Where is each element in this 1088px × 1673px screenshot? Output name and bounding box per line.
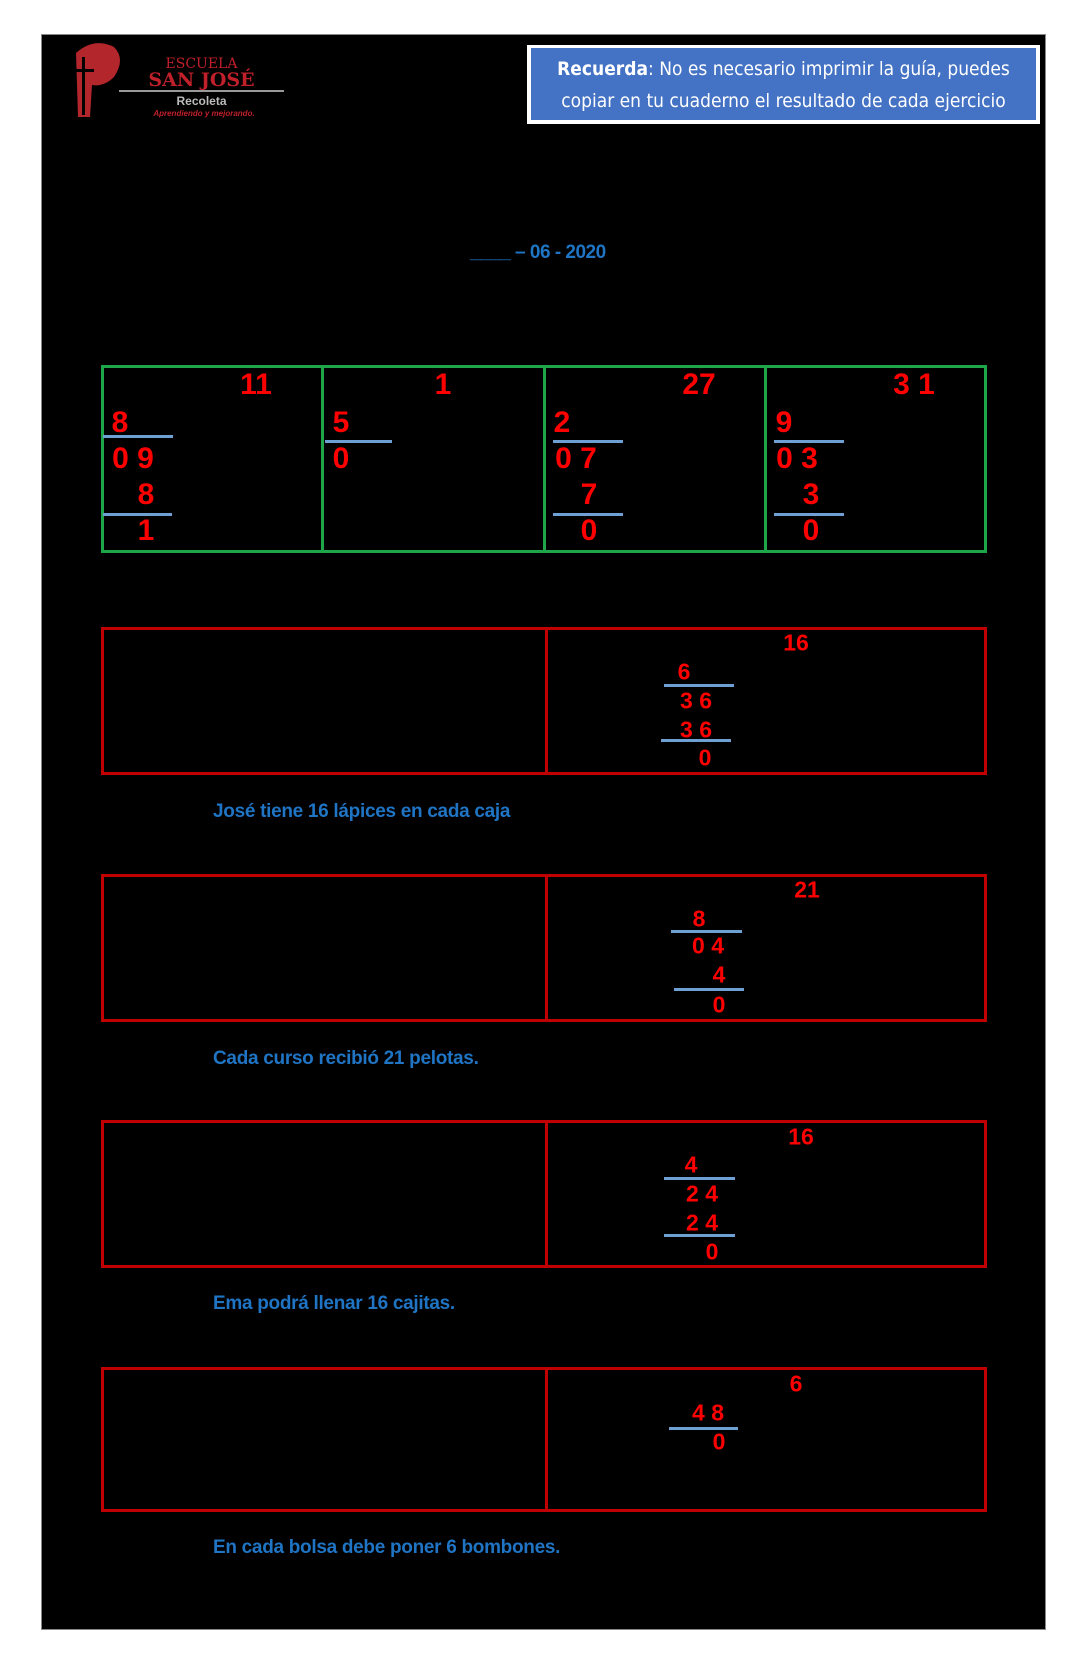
logo-line3: Recoleta (176, 94, 227, 108)
subtraction-line (774, 513, 844, 516)
logo-line1: ESCUELA (165, 56, 238, 72)
digit: 8 (692, 905, 706, 932)
subtraction-line (669, 1427, 738, 1430)
digit: 4 (684, 1151, 698, 1178)
reminder-box: Recuerda: No es necesario imprimir la gu… (527, 45, 1040, 124)
quotient: 3 1 (893, 368, 935, 401)
digit: 4 (712, 961, 726, 988)
digit: 0 4 (692, 932, 724, 959)
subtraction-line (661, 739, 731, 742)
quotient: 27 (682, 368, 716, 401)
reminder-text: : No es necesario imprimir la guía, pued… (561, 58, 1010, 112)
answer-text: Cada curso recibió 21 pelotas. (213, 1048, 479, 1069)
digit: 0 (712, 1428, 726, 1455)
date-blank: ____ (470, 242, 511, 263)
logo-tagline: Aprendiendo y mejorando. (153, 109, 255, 118)
subtraction-line (671, 930, 742, 933)
subtraction-line (103, 435, 173, 438)
grid-divider (321, 365, 324, 553)
answer-text: Ema podrá llenar 16 cajitas. (213, 1293, 455, 1314)
subtraction-line (664, 1177, 735, 1180)
digit: 0 (712, 991, 726, 1018)
problem-box (101, 1120, 987, 1268)
digit: 0 7 (555, 442, 597, 475)
quotient: 16 (788, 1123, 814, 1150)
problem-box (101, 1367, 987, 1512)
reminder-label: Recuerda (557, 58, 649, 80)
logo-p-emblem-icon (74, 43, 120, 117)
digit: 8 (137, 478, 155, 511)
digit: 7 (580, 478, 598, 511)
quotient: 6 (789, 1370, 803, 1397)
digit: 6 (677, 658, 691, 685)
box-divider (545, 1370, 548, 1509)
school-logo: ESCUELA SAN JOSÉ Recoleta Aprendiendo y … (64, 37, 294, 121)
problem-box (101, 627, 987, 775)
subtraction-line (553, 440, 623, 443)
digit: 8 (111, 406, 129, 439)
digit: 9 (775, 406, 793, 439)
digit: 0 3 (776, 442, 818, 475)
digit: 0 9 (112, 442, 154, 475)
box-divider (545, 630, 548, 772)
quotient: 16 (783, 629, 809, 656)
digit: 1 (137, 514, 155, 547)
subtraction-line (103, 513, 172, 516)
digit: 4 8 (692, 1399, 724, 1426)
problem-box (101, 874, 987, 1022)
digit: 5 (332, 406, 350, 439)
digit: 3 (802, 478, 820, 511)
subtraction-line (774, 440, 844, 443)
subtraction-line (553, 513, 623, 516)
digit: 0 (802, 514, 820, 547)
answer-text: José tiene 16 lápices en cada caja (213, 801, 511, 822)
digit: 0 (705, 1238, 719, 1265)
digit: 2 (553, 406, 571, 439)
grid-divider (543, 365, 546, 553)
digit: 2 4 (686, 1209, 718, 1236)
subtraction-line (325, 440, 392, 443)
subtraction-line (674, 988, 744, 991)
quotient: 11 (240, 368, 272, 401)
subtraction-line (664, 684, 734, 687)
answer-text: En cada bolsa debe poner 6 bombones. (213, 1537, 561, 1558)
subtraction-line (664, 1234, 735, 1237)
digit: 0 (580, 514, 598, 547)
digit: 3 6 (680, 716, 712, 743)
digit: 0 (698, 744, 712, 771)
digit: 0 (332, 442, 350, 475)
grid-divider (764, 365, 767, 553)
digit: 3 6 (680, 687, 712, 714)
digit: 2 4 (686, 1180, 718, 1207)
worksheet-page (41, 34, 1046, 1630)
logo-line2: SAN JOSÉ (119, 70, 284, 92)
box-divider (545, 1123, 548, 1265)
date-line: ____ – 06 - 2020 (470, 242, 606, 264)
box-divider (545, 877, 548, 1019)
date-text: – 06 - 2020 (510, 242, 606, 263)
quotient: 21 (794, 876, 820, 903)
quotient: 1 (434, 368, 452, 401)
